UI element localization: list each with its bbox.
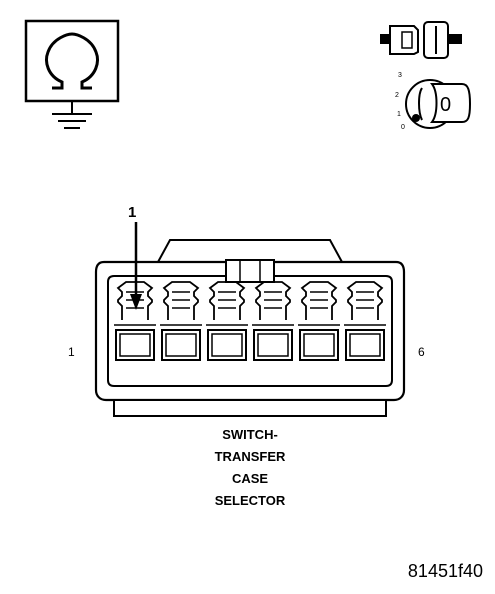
caption-line-1: SWITCH- (222, 427, 278, 442)
pointer-label: 1 (128, 204, 137, 221)
caption-line-2: TRANSFER (214, 449, 286, 464)
figure-code: 81451f40 (407, 561, 483, 581)
ignition-pos-3: 3 (398, 72, 402, 79)
ignition-pos-0: 0 (401, 124, 405, 131)
connector-face (94, 239, 406, 417)
caption-line-3: CASE (231, 471, 269, 486)
pin-cavity-3 (206, 281, 248, 361)
pointer-arrow (130, 222, 142, 310)
pin-cavity-6 (344, 281, 386, 361)
pin-cavity-5 (298, 281, 340, 361)
connector-caption: SWITCH- TRANSFER CASE SELECTOR (150, 424, 350, 512)
pin-label-right: 6 (418, 345, 425, 359)
caption-line-4: SELECTOR (214, 493, 286, 508)
pin-cavity-1 (114, 281, 156, 361)
ignition-pos-2: 2 (395, 92, 399, 99)
connector-plug-icon (380, 21, 462, 59)
pin-cavity-4 (252, 281, 294, 361)
ignition-key-digit: 0 (440, 94, 452, 116)
ignition-pos-1: 1 (397, 111, 401, 118)
ignition-switch-icon (405, 79, 472, 129)
pin-label-left: 1 (68, 345, 75, 359)
ohm-meter-icon (24, 19, 120, 129)
pin-cavity-2 (160, 281, 202, 361)
